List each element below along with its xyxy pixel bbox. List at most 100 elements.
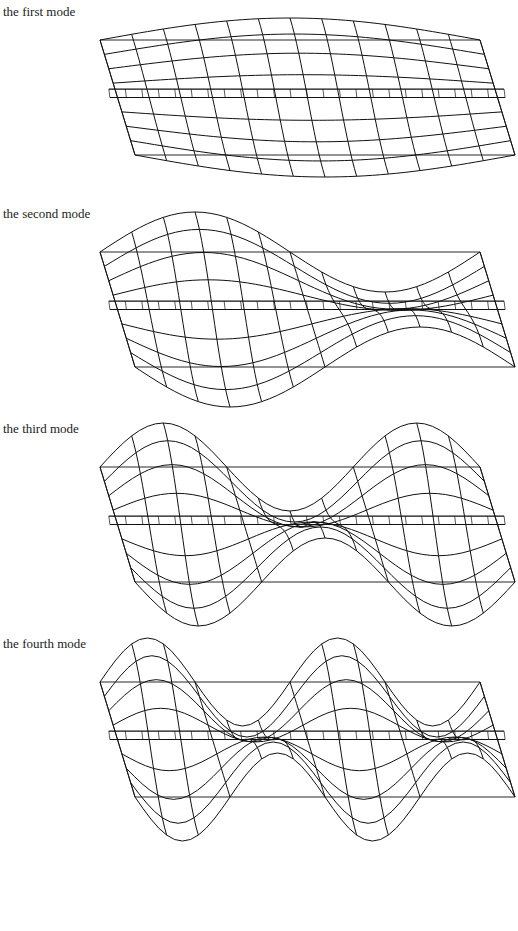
stiffener: [274, 731, 275, 739]
stiffener: [158, 516, 159, 524]
stiffener: [339, 301, 340, 309]
stiffener: [389, 731, 390, 739]
stiffener: [356, 301, 357, 309]
stiffener: [389, 301, 390, 309]
stiffener: [290, 731, 291, 739]
mode-shape: [100, 423, 515, 626]
stiffener: [455, 301, 456, 309]
stiffener: [438, 731, 439, 739]
stiffener: [405, 516, 406, 524]
stiffener: [438, 89, 439, 97]
stiffener: [191, 731, 192, 739]
stiffener: [339, 516, 340, 524]
stiffener: [405, 301, 406, 309]
stiffener: [471, 301, 472, 309]
stiffener: [274, 301, 275, 309]
stiffener: [372, 516, 373, 524]
mesh-line: [126, 522, 506, 584]
stiffener: [471, 516, 472, 524]
stiffener: [488, 301, 489, 309]
stiffener: [224, 89, 225, 97]
mesh-line: [131, 141, 511, 161]
stiffener: [257, 301, 258, 309]
stiffener: [191, 301, 192, 309]
mode-shape: [100, 18, 515, 177]
stiffener: [389, 516, 390, 524]
mesh-line: [135, 538, 515, 626]
stiffener: [224, 731, 225, 739]
figure-label: the fourth mode: [3, 636, 86, 652]
stiffener: [142, 301, 143, 309]
stiffener: [109, 516, 110, 524]
stiffener: [405, 89, 406, 97]
figure-label: the first mode: [3, 4, 75, 20]
stiffener: [372, 301, 373, 309]
stiffener: [306, 731, 307, 739]
stiffener: [339, 731, 340, 739]
stiffener: [405, 731, 406, 739]
stiffener: [274, 89, 275, 97]
mesh-line: [135, 155, 515, 177]
stiffener: [372, 89, 373, 97]
stiffener: [306, 301, 307, 309]
stiffener: [224, 516, 225, 524]
stiffener: [241, 516, 242, 524]
stiffener: [389, 89, 390, 97]
stiffener: [257, 89, 258, 97]
stiffener: [175, 89, 176, 97]
stiffener: [455, 89, 456, 97]
stiffener: [257, 731, 258, 739]
stiffener: [158, 301, 159, 309]
stiffener: [224, 301, 225, 309]
stiffener: [158, 731, 159, 739]
stiffener: [323, 731, 324, 739]
stiffener: [241, 731, 242, 739]
mode-shape: [100, 638, 515, 841]
stiffener: [175, 731, 176, 739]
stiffener: [471, 731, 472, 739]
stiffener: [372, 731, 373, 739]
stiffener: [471, 89, 472, 97]
stiffener: [488, 731, 489, 739]
stiffener: [109, 731, 110, 739]
stiffener: [241, 89, 242, 97]
undeformed-outline: [100, 682, 515, 797]
stiffener: [125, 301, 126, 309]
stiffener: [274, 516, 275, 524]
mesh-line: [122, 522, 502, 556]
stiffener: [257, 516, 258, 524]
mesh-line: [131, 527, 511, 608]
stiffener: [175, 301, 176, 309]
figure-label: the third mode: [3, 421, 79, 437]
stiffener: [422, 89, 423, 97]
stiffener: [125, 516, 126, 524]
stiffener: [356, 731, 357, 739]
stiffener: [125, 731, 126, 739]
stiffener: [504, 516, 505, 524]
stiffener: [208, 89, 209, 97]
stiffener: [356, 89, 357, 97]
stiffener: [323, 516, 324, 524]
stiffener: [208, 516, 209, 524]
stiffener: [241, 301, 242, 309]
mesh-line: [100, 18, 480, 40]
stiffener: [455, 516, 456, 524]
stiffener: [504, 301, 505, 309]
stiffener: [306, 516, 307, 524]
stiffener: [142, 516, 143, 524]
stiffener: [290, 301, 291, 309]
stiffener: [504, 731, 505, 739]
mesh-line: [104, 34, 484, 54]
stiffener: [142, 89, 143, 97]
stiffener: [504, 89, 505, 97]
figure-label: the second mode: [3, 206, 90, 222]
stiffener: [438, 301, 439, 309]
stiffener: [290, 516, 291, 524]
stiffener: [323, 89, 324, 97]
stiffener: [323, 301, 324, 309]
stiffener: [175, 516, 176, 524]
stiffener: [356, 516, 357, 524]
undeformed-outline: [100, 467, 515, 582]
mode-shape: [100, 212, 515, 407]
